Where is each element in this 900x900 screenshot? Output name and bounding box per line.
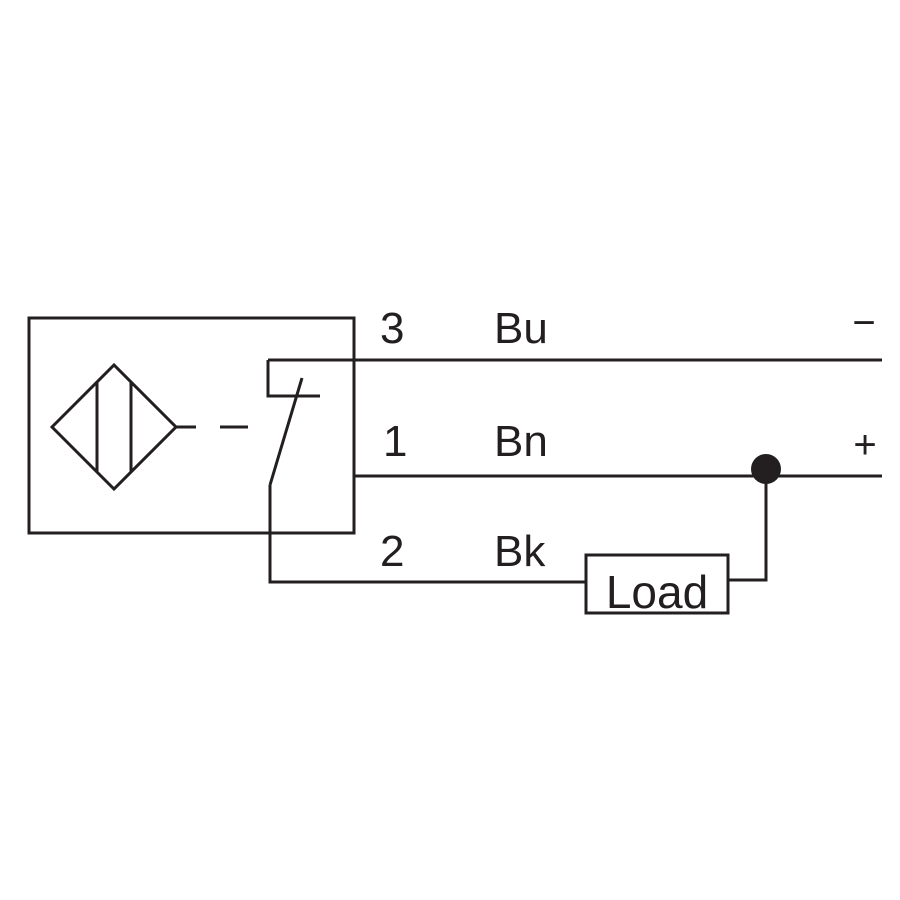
switch-contact-icon <box>266 360 586 584</box>
wire-color-bk: Bk <box>494 527 546 576</box>
load-label: Load <box>606 566 708 618</box>
polarity-minus: − <box>852 301 875 345</box>
sensor-housing <box>27 316 356 535</box>
inductive-sensor-icon <box>49 362 179 492</box>
wire-color-bu: Bu <box>494 304 548 353</box>
pin-number-2: 2 <box>380 527 404 576</box>
load-box <box>584 553 730 615</box>
polarity-plus: + <box>853 423 876 467</box>
wire-color-bn: Bn <box>494 417 548 466</box>
pin-number-3: 3 <box>380 304 404 353</box>
pin-number-1: 1 <box>383 417 407 466</box>
load-return-wire <box>728 469 768 582</box>
